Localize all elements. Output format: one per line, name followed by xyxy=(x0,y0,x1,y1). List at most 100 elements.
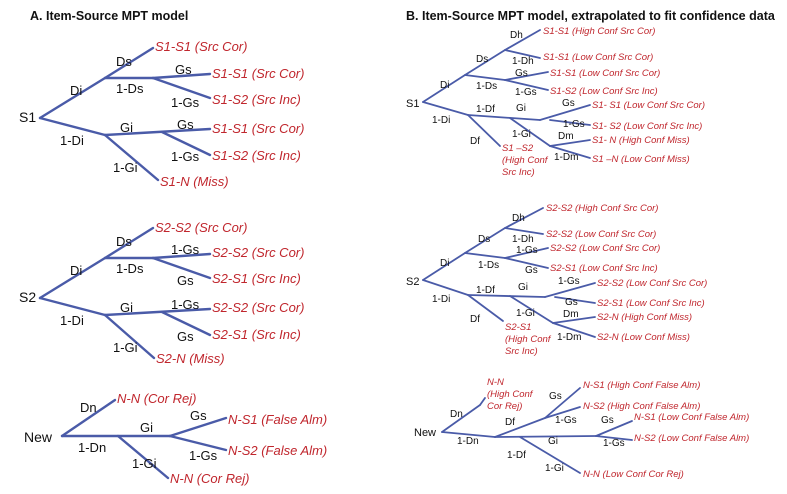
tree-a1 xyxy=(38,46,212,182)
outcome-label: (High Conf xyxy=(505,334,552,345)
root-label: S2 xyxy=(19,289,36,305)
outcome-label: N-N (Cor Rej) xyxy=(170,471,249,486)
branch-label: Gs xyxy=(515,68,528,79)
branch-label: Gs xyxy=(175,62,192,77)
outcome-label: N-N (Cor Rej) xyxy=(117,391,196,406)
outcome-label: Src Inc) xyxy=(502,167,535,178)
branch-label: 1-Gs xyxy=(563,119,585,130)
branch-label: Dh xyxy=(512,213,525,224)
outcome-label: S2-S1 (Src Inc) xyxy=(212,327,301,342)
branch-label: Dm xyxy=(558,131,574,142)
branch-label: Dn xyxy=(80,400,97,415)
branch-label: Gi xyxy=(548,436,558,447)
branch-label: 1-Ds xyxy=(116,261,144,276)
outcome-label: S1-S1 (Src Cor) xyxy=(155,39,247,54)
root-label: New xyxy=(24,429,53,445)
branch-label: Ds xyxy=(116,54,132,69)
outcome-label: S1- S2 (Low Conf Src Inc) xyxy=(592,121,702,132)
root-label: New xyxy=(414,427,436,439)
outcome-label: S1-S1 (Src Cor) xyxy=(212,121,304,136)
branch-label: 1-Ds xyxy=(116,81,144,96)
root-label: S1 xyxy=(406,98,419,110)
branch-label: Gs xyxy=(525,265,538,276)
branch-label: Df xyxy=(470,136,480,147)
branch-label: 1-Dm xyxy=(557,332,581,343)
branch-label: Gs xyxy=(177,117,194,132)
outcome-label: S1-S1 (High Conf Src Cor) xyxy=(543,26,655,37)
branch-label: 1-Dn xyxy=(457,436,479,447)
outcome-label: S2-N (High Conf Miss) xyxy=(597,312,692,323)
branch-label: 1-Gs xyxy=(171,242,200,257)
branch-label: Gs xyxy=(562,98,575,109)
outcome-label: S2-S2 (High Conf Src Cor) xyxy=(546,203,658,214)
branch-label: Gs xyxy=(549,391,562,402)
outcome-label: (High Conf xyxy=(487,389,534,400)
branch-label: 1-Gi xyxy=(516,308,535,319)
outcome-label: S2-S2 (Src Cor) xyxy=(212,300,304,315)
panel-a-title: A. Item-Source MPT model xyxy=(30,9,188,23)
branch-label: 1-Df xyxy=(476,285,495,296)
branch-label: 1-Gi xyxy=(512,129,531,140)
outcome-label: S2-S2 (Low Conf Src Cor) xyxy=(550,243,660,254)
outcome-label: Src Inc) xyxy=(505,346,538,357)
outcome-label: S1 –S2 xyxy=(502,143,534,154)
outcome-label: S1- N (High Conf Miss) xyxy=(592,135,690,146)
branch-label: Gs xyxy=(177,329,194,344)
branch-label: 1-Gi xyxy=(545,463,564,474)
branch-label: Gs xyxy=(601,415,614,426)
branch-label: Ds xyxy=(116,234,132,249)
branch-label: 1-Gs xyxy=(515,87,537,98)
branch-label: 1-Dm xyxy=(554,152,578,163)
tree-b1 xyxy=(422,29,591,159)
outcome-label: S2-N (Low Conf Miss) xyxy=(597,332,690,343)
branch-label: 1-Gs xyxy=(189,448,218,463)
outcome-label: (High Conf xyxy=(502,155,549,166)
branch-label: Gi xyxy=(140,420,153,435)
branch-label: Gi xyxy=(516,103,526,114)
branch-label: 1-Dh xyxy=(512,234,534,245)
branch-label: Df xyxy=(505,417,515,428)
tree-a3 xyxy=(60,398,228,480)
outcome-label: S2-S2 (Src Cor) xyxy=(155,220,247,235)
outcome-label: S1-S1 (Src Cor) xyxy=(212,66,304,81)
root-label: S1 xyxy=(19,109,36,125)
branch-label: Di xyxy=(440,80,449,91)
branch-label: 1-Gs xyxy=(516,245,538,256)
outcome-label: S2-N (Miss) xyxy=(156,351,225,366)
outcome-label: N-N (Low Conf Cor Rej) xyxy=(583,469,684,480)
outcome-label: S2-S2 (Low Conf Src Cor) xyxy=(546,229,656,240)
branch-label: 1-Di xyxy=(432,115,450,126)
branch-label: Gs xyxy=(177,273,194,288)
branch-label: Di xyxy=(70,263,82,278)
outcome-label: S2-S1 (Low Conf Src Inc) xyxy=(550,263,658,274)
outcome-label: Cor Rej) xyxy=(487,401,522,412)
root-label: S2 xyxy=(406,276,419,288)
branch-label: Gi xyxy=(120,120,133,135)
panel-b-title: B. Item-Source MPT model, extrapolated t… xyxy=(406,9,776,23)
branch-label: 1-Gs xyxy=(171,149,200,164)
branch-label: 1-Gs xyxy=(558,276,580,287)
branch-label: Gi xyxy=(120,300,133,315)
outcome-label: N-S1 (False Alm) xyxy=(228,412,327,427)
outcome-label: N-S1 (Low Conf False Alm) xyxy=(634,412,749,423)
branch-label: Di xyxy=(70,83,82,98)
outcome-label: N-S2 (Low Conf False Alm) xyxy=(634,433,749,444)
outcome-label: S1-S1 (Low Conf Src Cor) xyxy=(550,68,660,79)
branch-label: Di xyxy=(440,258,449,269)
outcome-label: S1-S2 (Src Inc) xyxy=(212,92,301,107)
outcome-label: S1-S1 (Low Conf Src Cor) xyxy=(543,52,653,63)
branch-label: 1-Df xyxy=(476,104,495,115)
outcome-label: S1 –N (Low Conf Miss) xyxy=(592,154,690,165)
branch-label: 1-Gs xyxy=(603,438,625,449)
branch-label: Ds xyxy=(478,234,490,245)
tree-b2 xyxy=(422,207,596,338)
outcome-label: S2-S1 (Src Inc) xyxy=(212,271,301,286)
outcome-label: S1-N (Miss) xyxy=(160,174,229,189)
outcome-label: S2-S2 (Src Cor) xyxy=(212,245,304,260)
outcome-label: S1-S2 (Src Inc) xyxy=(212,148,301,163)
outcome-label: S2-S2 (Low Conf Src Cor) xyxy=(597,278,707,289)
branch-label: 1-Gs xyxy=(171,95,200,110)
branch-label: Gi xyxy=(518,282,528,293)
